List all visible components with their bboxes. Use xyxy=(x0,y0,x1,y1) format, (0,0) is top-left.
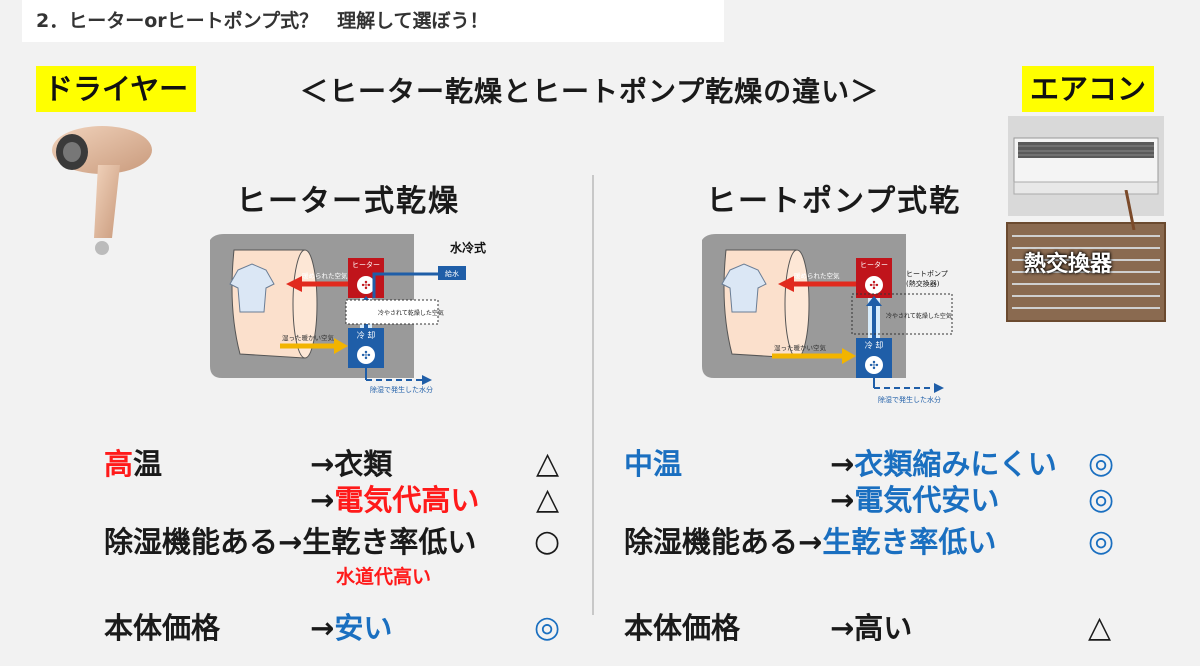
heatpump-sub-label: (熱交換器) xyxy=(906,279,940,288)
left-row-electricity-symbol: △ xyxy=(536,482,560,517)
humid-air-label: 湿った暖かい空気 xyxy=(282,333,335,342)
heat-exchanger-image xyxy=(1006,222,1166,322)
heater-box-label: ヒーター xyxy=(352,260,380,269)
callout-line xyxy=(1124,190,1136,230)
water-out-label: 除湿で発生した水分 xyxy=(370,385,433,394)
air-conditioner-image xyxy=(1008,116,1164,216)
right-row-temp-symbol: ◎ xyxy=(1088,446,1115,481)
water-supply-label: 給水 xyxy=(445,269,459,278)
svg-text:✣: ✣ xyxy=(869,279,878,292)
page-header: 2．ヒーターorヒートポンプ式？ 理解して選ぼう！ xyxy=(22,0,724,42)
right-row-price-label: 本体価格 xyxy=(624,611,741,645)
heater-dryer-diagram: ヒーター ✣ 冷 却 ✣ 暖められた空気 湿った暖かい空気 水冷式 給水 冷やさ… xyxy=(210,234,486,394)
right-row-temp: 中温 xyxy=(624,447,683,481)
heatpump-section-title: ヒートポンプ式乾 xyxy=(706,184,962,219)
left-row-price-label: 本体価格 xyxy=(104,611,221,645)
main-title: ＜ヒーター乾燥とヒートポンプ乾燥の違い＞ xyxy=(300,75,880,108)
heatpump-label: ヒートポンプ xyxy=(906,270,948,278)
svg-text:✣: ✣ xyxy=(361,349,370,362)
warm-air-label: 暖められた空気 xyxy=(794,271,840,280)
cooled-air-label: 冷やされて乾燥した空気 xyxy=(886,312,952,320)
left-row-temp: 高温 xyxy=(104,447,163,481)
left-row-temp-symbol: △ xyxy=(536,446,560,481)
water-out-label: 除湿で発生した水分 xyxy=(878,395,941,404)
heatpump-dryer-diagram: ヒーター ✣ 冷 却 ✣ 暖められた空気 湿った暖かい空気 ヒートポンプ (熱交… xyxy=(702,234,953,404)
right-row-dehumid-symbol: ◎ xyxy=(1088,524,1115,559)
left-row-price-symbol: ◎ xyxy=(534,610,561,645)
right-row-electricity-symbol: ◎ xyxy=(1088,482,1115,517)
svg-text:✣: ✣ xyxy=(869,359,878,372)
svg-text:✣: ✣ xyxy=(361,279,370,292)
right-row-price-symbol: △ xyxy=(1088,610,1112,645)
aircon-tag: エアコン xyxy=(1022,66,1155,112)
water-cost-note: 水道代高い xyxy=(336,566,432,588)
shirt-icon xyxy=(229,263,275,313)
right-row-temp-value: →衣類縮みにくい xyxy=(830,447,1057,481)
cooler-box-label: 冷 却 xyxy=(357,330,376,340)
dryer-tag: ドライヤー xyxy=(36,66,197,112)
mode-label: 水冷式 xyxy=(450,240,486,255)
heat-exchanger-label: 熱交換器 xyxy=(1024,252,1113,277)
cooler-box-label: 冷 却 xyxy=(865,340,884,350)
shirt-icon xyxy=(721,263,767,313)
cooled-air-label: 冷やされて乾燥した空気 xyxy=(378,309,444,317)
left-row-dehumid-symbol: ○ xyxy=(534,524,561,559)
left-row-temp-arrow: →衣類 xyxy=(310,447,393,481)
right-row-dehumid: 除湿機能ある→生乾き率低い xyxy=(624,525,997,559)
heater-section-title: ヒーター式乾燥 xyxy=(236,184,460,219)
left-row-dehumid: 除湿機能ある→生乾き率低い xyxy=(104,525,477,559)
hair-dryer-image xyxy=(52,126,152,255)
right-row-price: →高い xyxy=(830,611,913,645)
center-divider xyxy=(592,175,594,615)
warm-air-label: 暖められた空気 xyxy=(302,271,348,280)
left-row-electricity: →電気代高い xyxy=(310,483,480,517)
humid-air-label: 湿った暖かい空気 xyxy=(774,343,827,352)
right-row-electricity: →電気代安い xyxy=(830,483,1000,517)
left-row-price: →安い xyxy=(310,611,393,645)
heater-box-label: ヒーター xyxy=(860,260,888,269)
